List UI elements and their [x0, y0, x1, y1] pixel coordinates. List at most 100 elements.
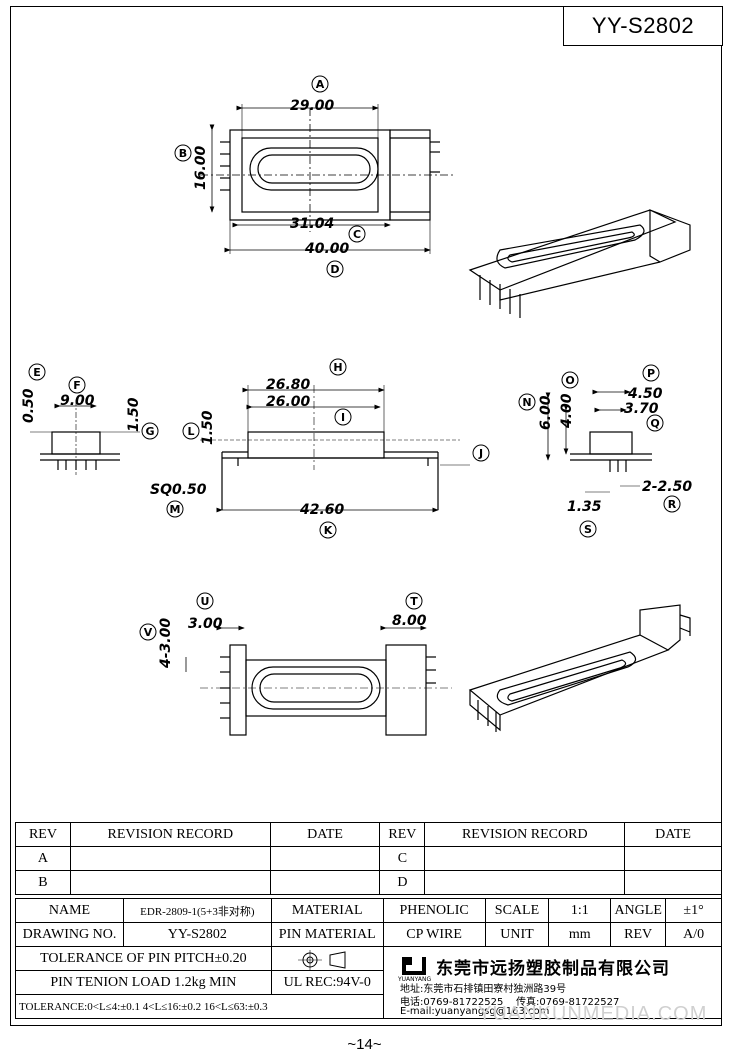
projection-cell [270, 946, 384, 971]
dim-V-value: 4-3.00 [158, 618, 174, 669]
logo-text: YUANYANG [398, 976, 432, 983]
label-D: D [330, 263, 339, 276]
label-O: O [565, 374, 574, 387]
date-cell [624, 870, 722, 895]
company-phone: 电话:0769-81722525 [400, 997, 504, 1008]
dim-L-value: 1.50 [200, 410, 216, 445]
top-view-right-pins [430, 141, 440, 173]
front-view [200, 385, 470, 513]
scale-label: SCALE [484, 898, 550, 923]
pin-pitch-tolerance: TOLERANCE OF PIN PITCH±0.20 [15, 946, 272, 971]
rev-cell: A [15, 846, 71, 871]
dim-P-value: 4.50 [627, 386, 663, 402]
ul-rec: UL REC:94V-0 [270, 970, 384, 995]
dim-B-value: 16.00 [193, 145, 209, 190]
drawing-no-label: DRAWING NO. [15, 922, 124, 947]
rev-header-2: REV [379, 822, 426, 847]
dim-I-value: 26.00 [266, 394, 311, 410]
label-L: L [187, 425, 194, 438]
dim-G-value: 1.50 [126, 397, 142, 432]
dim-E-value: 0.50 [21, 388, 37, 423]
label-K: K [324, 524, 333, 537]
label-Q: Q [650, 417, 659, 430]
label-V: V [144, 626, 153, 639]
pin-tension: PIN TENION LOAD 1.2kg MIN [15, 970, 272, 995]
label-F: F [73, 379, 81, 392]
page-number: ~14~ [347, 1036, 382, 1053]
iso-view-top [468, 209, 691, 318]
company-address: 地址:东莞市石排镇田寮村独洲路39号 [400, 984, 567, 995]
label-R: R [668, 498, 677, 511]
table-row: NAME EDR-2809-1(5+3非对称) MATERIAL PHENOLI… [15, 898, 722, 923]
date-header: DATE [269, 822, 381, 847]
side-view-left [30, 400, 140, 475]
dim-U-value: 3.00 [188, 616, 223, 632]
side-view-right [545, 389, 652, 493]
label-I: I [341, 411, 345, 424]
dim-D-value: 40.00 [304, 241, 350, 257]
name-value: EDR-2809-1(5+3非对称) [122, 898, 272, 923]
record-cell [69, 870, 271, 895]
label-U: U [201, 595, 210, 608]
dim-Q-value: 3.70 [624, 401, 659, 417]
rev-cell: D [379, 870, 426, 895]
dim-S-value: 1.35 [567, 499, 602, 515]
company-fax: 传真:0769-81722527 [516, 997, 620, 1008]
angle-value: ±1° [665, 898, 722, 923]
record-cell [424, 846, 626, 871]
table-row: DRAWING NO. YY-S2802 PIN MATERIAL CP WIR… [15, 922, 722, 947]
date-cell [269, 846, 381, 871]
label-N: N [522, 396, 531, 409]
label-H: H [333, 361, 342, 374]
rev-cell: B [15, 870, 71, 895]
dim-T-value: 8.00 [392, 613, 427, 629]
dim-N-value: 6.00 [538, 395, 554, 430]
dim-F-value: 9.00 [60, 393, 95, 409]
label-S: S [584, 523, 592, 536]
revision-record-header-2: REVISION RECORD [424, 822, 626, 847]
label-J: J [478, 447, 483, 460]
dim-M-value: SQ0.50 [150, 482, 207, 498]
label-A: A [316, 78, 325, 91]
rev-label: REV [610, 922, 667, 947]
top-view-left-pins [220, 141, 230, 191]
table-row: TOLERANCE OF PIN PITCH±0.20 [15, 946, 723, 1019]
company-contact: 电话:0769-81722525 传真:0769-81722527 [400, 993, 619, 1008]
label-P: P [647, 367, 655, 380]
dim-C-value: 31.04 [290, 216, 334, 232]
label-C: C [353, 228, 361, 241]
pin-material-value: CP WIRE [382, 922, 486, 947]
drawing-sheet [10, 6, 722, 1026]
table-row: PIN TENION LOAD 1.2kg MIN UL REC:94V-0 [15, 970, 722, 995]
company-email: E-mail:yuanyangsg@163.com [400, 1006, 550, 1017]
record-cell [69, 846, 271, 871]
dim-O-value: 4.00 [559, 393, 575, 429]
date-cell [269, 870, 381, 895]
dim-H-value: 26.80 [266, 377, 311, 393]
dim-A-value: 29.00 [290, 98, 335, 114]
revision-table: REV REVISION RECORD DATE REV REVISION RE… [15, 822, 722, 895]
unit-value: mm [548, 922, 612, 947]
rev-value: A/0 [665, 922, 722, 947]
table-row: A C [15, 846, 722, 871]
pin-material-label: PIN MATERIAL [270, 922, 384, 947]
bottom-view [185, 625, 452, 736]
scale-value: 1:1 [548, 898, 612, 923]
label-T: T [410, 595, 418, 608]
dim-K-value: 42.60 [299, 502, 345, 518]
label-E: E [33, 366, 41, 379]
date-cell [624, 846, 722, 871]
drawing-code-box: YY-S2802 [563, 6, 723, 46]
drawing-no-value: YY-S2802 [122, 922, 272, 947]
iso-view-bottom [468, 604, 691, 732]
rev-cell: C [379, 846, 426, 871]
unit-label: UNIT [484, 922, 550, 947]
label-G: G [145, 425, 154, 438]
angle-label: ANGLE [610, 898, 667, 923]
table-row: TOLERANCE:0<L≤4:±0.1 4<L≤16:±0.2 16<L≤63… [15, 994, 722, 1019]
revision-header-row: REV REVISION RECORD DATE REV REVISION RE… [15, 822, 722, 847]
drawing-code: YY-S2802 [591, 13, 695, 38]
company-name: 东莞市远扬塑胶制品有限公司 [436, 959, 670, 979]
company-logo [402, 957, 426, 975]
dim-R-value: 2-2.50 [642, 479, 692, 495]
